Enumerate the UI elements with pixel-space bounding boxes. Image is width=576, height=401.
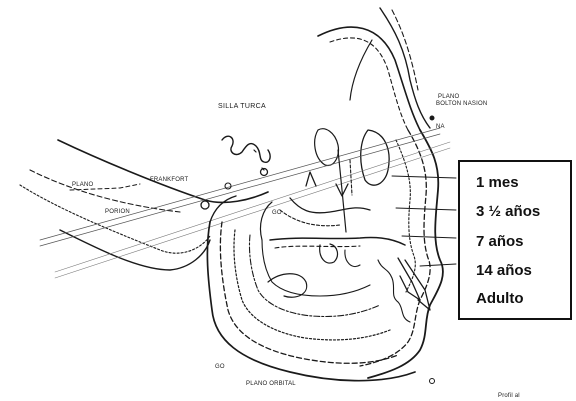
label-plano-frankfort: PLANO xyxy=(72,182,93,188)
mandible-1m xyxy=(262,240,370,296)
occipital-contour-3 xyxy=(60,230,210,270)
ref-line-4 xyxy=(420,264,456,266)
palate-line xyxy=(270,237,405,245)
tooth-bud-2 xyxy=(345,250,360,267)
legend-item-14-anos: 14 años xyxy=(476,262,532,279)
ref-line-2 xyxy=(396,208,456,210)
go-small-circle xyxy=(430,379,435,384)
orbitale-circle xyxy=(225,183,231,189)
age-legend: 1 mes 3 ½ años 7 años 14 años Adulto xyxy=(458,160,572,320)
label-plano-bolton: PLANO xyxy=(438,94,459,100)
sella-turcica xyxy=(222,136,270,162)
mandible-14 xyxy=(220,222,398,363)
legend-item-7-anos: 7 años xyxy=(476,233,524,250)
frankfort-plane-line-b xyxy=(40,134,440,246)
label-go-mid: GO xyxy=(272,210,282,216)
maxilla-curve xyxy=(290,198,370,213)
orbit-contour-1 xyxy=(361,130,389,185)
n-mark xyxy=(306,172,316,186)
facial-profile-14 xyxy=(360,130,430,366)
cranial-outline-1 xyxy=(330,38,408,130)
bolton-plane-line xyxy=(55,142,450,272)
label-plano-orbital: PLANO ORBITAL xyxy=(246,381,296,387)
label-frankfort: FRANKFORT xyxy=(150,177,188,183)
facial-profile-adult xyxy=(368,130,443,378)
cranial-outline-3 xyxy=(392,10,418,90)
legend-item-1-mes: 1 mes xyxy=(476,174,519,191)
legend-item-3-anos: 3 ½ años xyxy=(476,203,540,220)
pterygoid-line-2 xyxy=(350,160,352,195)
legend-item-adulto: Adulto xyxy=(476,290,523,307)
cranial-outline-adult xyxy=(318,27,420,130)
label-bottom-right: Profil al xyxy=(498,393,520,399)
label-silla-turca: SILLA TURCA xyxy=(218,103,266,110)
cranial-outline-4 xyxy=(350,40,372,100)
ref-line-1 xyxy=(392,176,456,178)
label-bolton-nasion: BOLTON NASION xyxy=(436,101,487,107)
nasion-point xyxy=(430,116,434,120)
label-porion: PORION xyxy=(105,209,130,215)
palate-line-2 xyxy=(275,246,360,248)
label-na: NA xyxy=(436,124,445,130)
porion-circle xyxy=(201,201,209,209)
ramus-line-2 xyxy=(260,202,272,240)
ramus-line-1 xyxy=(210,196,236,222)
label-go-low: GO xyxy=(215,364,225,370)
vertebra-loop xyxy=(268,274,307,298)
tooth-bud-1 xyxy=(320,244,338,263)
